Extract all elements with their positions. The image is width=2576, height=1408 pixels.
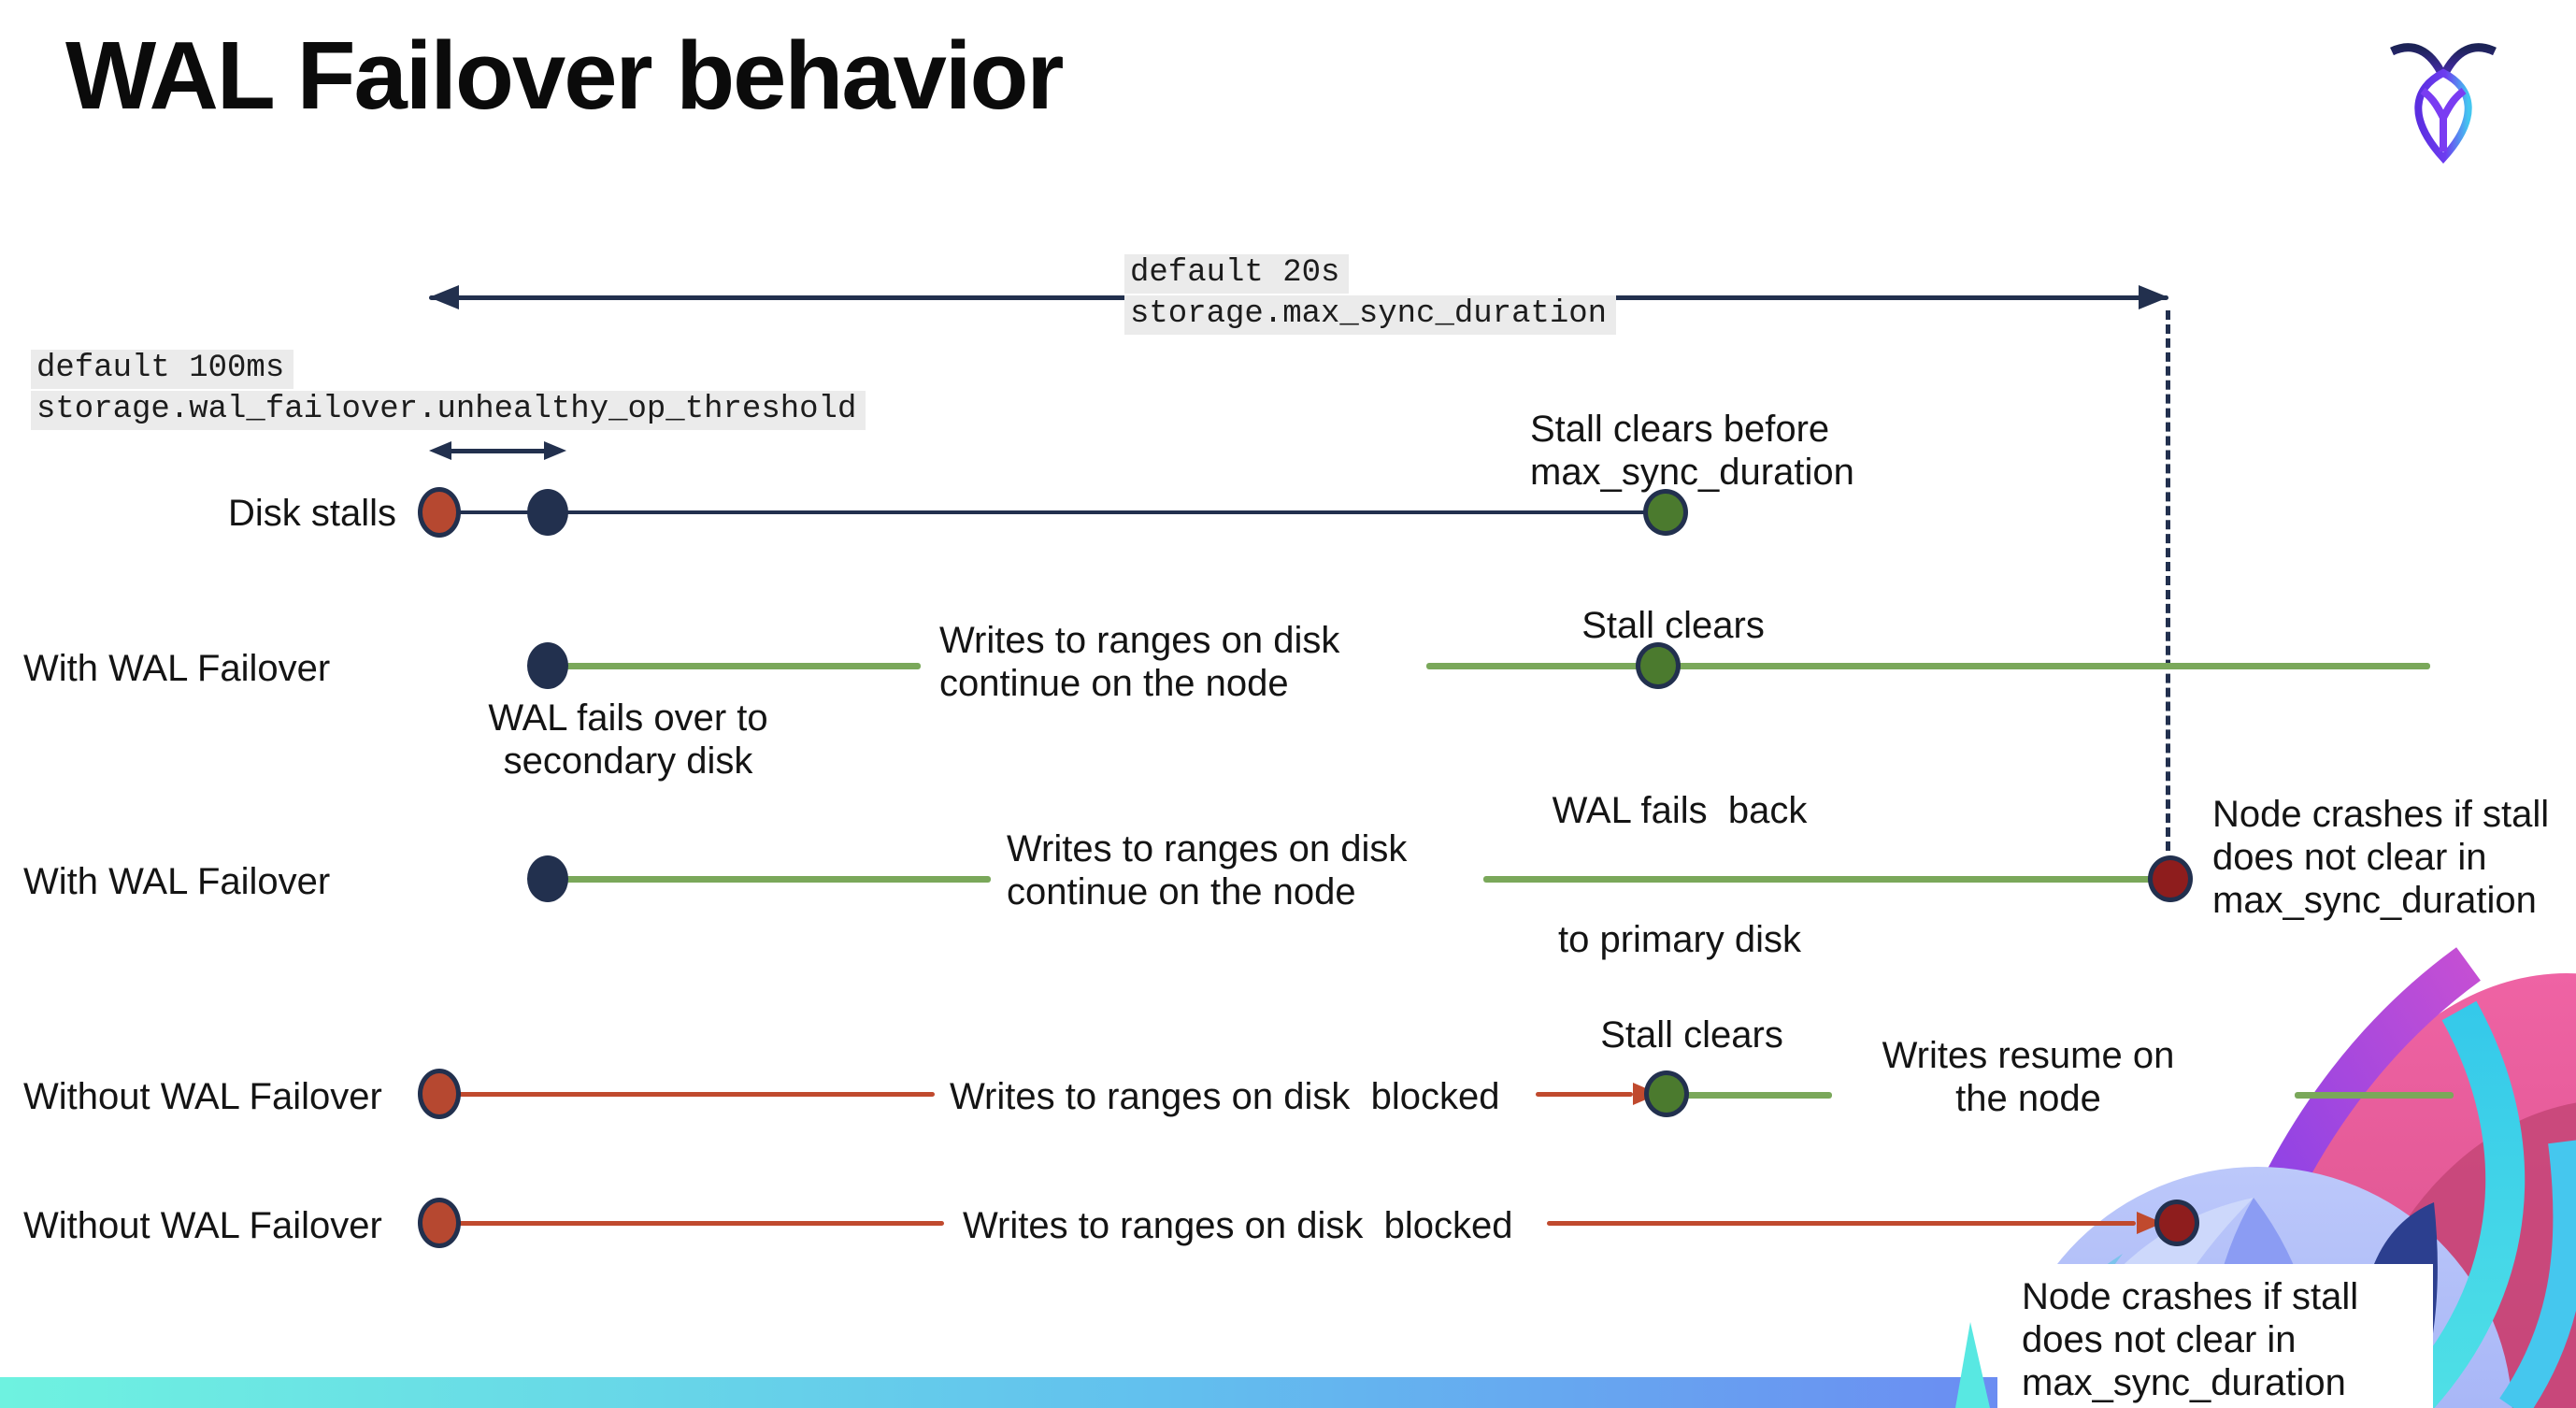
wal-fails-over-label: WAL fails over to secondary disk [488,697,768,782]
disk-stall-start-dot [418,487,461,538]
writes-continue2-line-b [1483,876,2158,883]
max-sync-default-value: default 20s [1124,254,1350,294]
max-sync-setting-name: storage.max_sync_duration [1124,295,1617,335]
max-sync-deadline-dashed-line [2166,310,2170,851]
node-crash-dot-1 [2148,855,2193,902]
wal-fails-back-label: WAL fails back to primary disk [1552,790,1808,960]
failover-dot-1 [527,642,568,689]
max-sync-duration-annotation: default 20s storage.max_sync_duration [1124,254,1617,337]
small-arrow-right-icon [544,441,566,460]
small-arrow-left-icon [429,441,451,460]
writes-blocked2-line-b [1547,1221,2136,1226]
row-label-with-wal-failover-1: With WAL Failover [23,648,331,689]
writes-blocked-line-a [439,1092,935,1097]
writes-continue-label-1: Writes to ranges on disk continue on the… [939,620,1340,704]
unhealthy-op-threshold-annotation: default 100ms storage.wal_failover.unhea… [31,350,866,432]
writes-continue-label-2: Writes to ranges on disk continue on the… [1007,828,1408,912]
arrow-right-icon [2139,285,2168,309]
node-crash-dot-2 [2154,1200,2199,1246]
writes-blocked2-line-a [439,1221,944,1226]
row-label-without-wal-failover-1: Without WAL Failover [23,1076,382,1117]
failover-dot-2 [527,855,568,902]
stall-clears-before-label: Stall clears before max_sync_duration [1530,409,1854,493]
row-label-with-wal-failover-2: With WAL Failover [23,861,331,902]
disk-stall-dot-3 [418,1198,461,1248]
writes-blocked-line-b [1536,1092,1633,1097]
unhealthy-op-default-value: default 100ms [31,350,294,389]
writes-continue-line-b [1426,663,2430,669]
disk-stall-dot-2 [418,1069,461,1119]
stall-clears-dot [1643,489,1688,536]
writes-blocked-label-2: Writes to ranges on disk blocked [963,1205,1513,1246]
page-title: WAL Failover behavior [65,22,1065,129]
stall-clears-label-1: Stall clears [1581,605,1765,646]
stall-clears-dot-2 [1636,642,1681,689]
writes-continue-line-a [561,663,921,669]
disk-stalls-timeline [439,510,1666,514]
stall-clears-label-2: Stall clears [1600,1014,1783,1056]
row-label-disk-stalls: Disk stalls [227,493,396,534]
node-crashes-label-2: Node crashes if stall does not clear in … [2022,1276,2359,1403]
writes-resume-label: Writes resume on the node [1882,1035,2175,1119]
writes-resume-line-a [1680,1092,1832,1099]
row-label-without-wal-failover-2: Without WAL Failover [23,1205,382,1246]
unhealthy-op-setting-name: storage.wal_failover.unhealthy_op_thresh… [31,391,866,430]
writes-resume-line-b [2295,1092,2454,1099]
threshold-span-line [439,449,557,453]
node-crashes-label-1: Node crashes if stall does not clear in … [2212,794,2550,921]
arrow-left-icon [429,285,459,309]
writes-blocked-label-1: Writes to ranges on disk blocked [950,1076,1500,1117]
failover-threshold-dot [527,489,568,536]
stall-clears-dot-3 [1644,1070,1689,1117]
writes-continue2-line-a [561,876,991,883]
node-crashes-callout-box: Node crashes if stall does not clear in … [1997,1264,2433,1408]
cockroachdb-logo-icon [2390,43,2497,164]
